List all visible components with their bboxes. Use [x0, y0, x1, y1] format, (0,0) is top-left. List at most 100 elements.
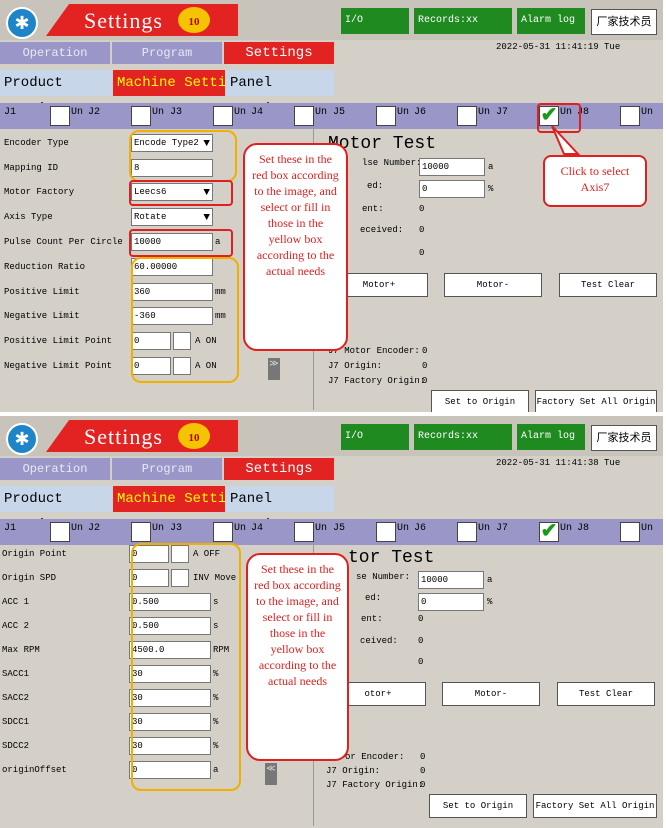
factory-set-all-origin-button[interactable]: Factory Set All Origin	[533, 794, 657, 818]
tab-settings[interactable]: Settings	[224, 42, 334, 64]
field-label: Origin Point	[2, 549, 67, 559]
origin-spd-toggle[interactable]	[171, 569, 189, 587]
received-value: 0	[419, 225, 425, 235]
sdcc2-input[interactable]: 30	[129, 737, 211, 755]
set-to-origin-button[interactable]: Set to Origin	[431, 390, 529, 412]
user-button[interactable]: 厂家技术员	[591, 425, 657, 451]
axis-selector-row: J1 Un J2 Un J3 Un J4 Un J5 Un J6 Un J7 ✔…	[0, 103, 663, 129]
speed-input[interactable]: 0	[419, 180, 485, 198]
tab-program[interactable]: Program	[112, 42, 222, 64]
axis-un: Un	[397, 523, 410, 534]
pulse-count-input[interactable]: 10000	[131, 233, 213, 251]
extra-value: 0	[418, 657, 424, 667]
test-clear-button[interactable]: Test Clear	[557, 682, 655, 706]
axis-checkbox-j7[interactable]: ✔	[539, 104, 559, 126]
axis-checkbox-j5[interactable]	[376, 522, 396, 542]
subtab-machine-settings[interactable]: Machine Settings	[113, 486, 225, 512]
axis-checkbox-j6[interactable]	[457, 106, 477, 126]
field-unit: s	[213, 621, 219, 631]
origin-spd-input[interactable]: 0	[129, 569, 169, 587]
axis-checkbox-j3[interactable]	[213, 106, 233, 126]
field-label: SACC2	[2, 693, 30, 703]
sacc1-input[interactable]: 30	[129, 665, 211, 683]
axis-type-select[interactable]: Rotate	[131, 208, 213, 226]
field-label: Positive Limit	[4, 287, 80, 297]
axis-checkbox-j1[interactable]	[50, 106, 70, 126]
wrench-icon[interactable]: ✱	[6, 7, 38, 39]
subtab-panel-settings[interactable]: Panel Settings	[226, 486, 334, 533]
motor-minus-button[interactable]: Motor-	[442, 682, 540, 706]
pulse-unit: a	[487, 575, 493, 585]
motor-factory-select[interactable]: Leecs6	[131, 183, 213, 201]
wrench-icon[interactable]: ✱	[6, 423, 38, 455]
mapping-id-input[interactable]: 8	[131, 159, 213, 177]
alarm-log-button[interactable]: Alarm log	[517, 8, 585, 34]
scroll-up-icon[interactable]: ≪	[265, 763, 277, 785]
axis-checkbox-j6[interactable]	[457, 522, 477, 542]
axis-un: Un	[71, 523, 84, 534]
motor-minus-button[interactable]: Motor-	[444, 273, 542, 297]
axis-un: Un	[234, 107, 247, 118]
user-button[interactable]: 厂家技术员	[591, 9, 657, 35]
sdcc1-input[interactable]: 30	[129, 713, 211, 731]
pulse-number-input[interactable]: 10000	[419, 158, 485, 176]
sent-label: ent:	[361, 614, 383, 624]
axis-checkbox-j4[interactable]	[294, 106, 314, 126]
factory-set-all-origin-button[interactable]: Factory Set All Origin	[535, 390, 657, 412]
tab-program[interactable]: Program	[112, 458, 222, 480]
encoder-type-select[interactable]: Encode Type2	[131, 134, 213, 152]
axis-checkbox-j7[interactable]: ✔	[539, 520, 559, 542]
field-unit: %	[213, 669, 219, 679]
scroll-down-icon[interactable]: ≫	[268, 358, 280, 380]
field-unit: mm	[215, 311, 226, 321]
positive-limit-point-input[interactable]: 0	[131, 332, 171, 350]
tab-operation[interactable]: Operation	[0, 42, 110, 64]
axis-checkbox-j8[interactable]	[620, 106, 640, 126]
records-status[interactable]: Records:xx	[414, 424, 512, 450]
set-to-origin-button[interactable]: Set to Origin	[429, 794, 527, 818]
encoder-value: 0	[422, 346, 428, 356]
axis-checkbox-j3[interactable]	[213, 522, 233, 542]
pulse-number-input[interactable]: 10000	[418, 571, 484, 589]
motor-test-title: tor Test	[348, 548, 435, 568]
origin-value: 0	[420, 766, 426, 776]
tab-operation[interactable]: Operation	[0, 458, 110, 480]
alarm-log-button[interactable]: Alarm log	[517, 424, 585, 450]
sacc2-input[interactable]: 30	[129, 689, 211, 707]
field-label: originOffset	[2, 765, 67, 775]
encoder-label: or Encoder:	[345, 752, 405, 762]
axis-checkbox-j4[interactable]	[294, 522, 314, 542]
positive-limit-point-toggle[interactable]	[173, 332, 191, 350]
max-rpm-input[interactable]: 4500.0	[129, 641, 211, 659]
factory-origin-label: J7 Factory Origin:	[326, 780, 424, 790]
negative-limit-point-input[interactable]: 0	[131, 357, 171, 375]
axis-checkbox-j2[interactable]	[131, 522, 151, 542]
axis-checkbox-j8[interactable]	[620, 522, 640, 542]
records-status[interactable]: Records:xx	[414, 8, 512, 34]
io-status[interactable]: I/O	[341, 424, 409, 450]
subtab-machine-settings[interactable]: Machine Settings	[113, 70, 225, 96]
io-status[interactable]: I/O	[341, 8, 409, 34]
alarm-badge: 10	[178, 7, 210, 33]
speed-input[interactable]: 0	[418, 593, 484, 611]
negative-limit-input[interactable]: -360	[131, 307, 213, 325]
axis-checkbox-j5[interactable]	[376, 106, 396, 126]
subtab-product-settings[interactable]: Product Settings	[0, 70, 112, 117]
axis-un: Un	[315, 523, 328, 534]
negative-limit-point-toggle[interactable]	[173, 357, 191, 375]
axis-checkbox-j2[interactable]	[131, 106, 151, 126]
axis-label: J6	[414, 523, 427, 534]
factory-origin-label: J7 Factory Origin:	[328, 376, 426, 386]
subtab-product-settings[interactable]: Product Settings	[0, 486, 112, 533]
axis-checkbox-j1[interactable]	[50, 522, 70, 542]
test-clear-button[interactable]: Test Clear	[559, 273, 657, 297]
field-label: SACC1	[2, 669, 30, 679]
acc2-input[interactable]: 0.500	[129, 617, 211, 635]
subtab-panel-settings[interactable]: Panel Settings	[226, 70, 334, 117]
origin-offset-input[interactable]: 0	[129, 761, 211, 779]
tab-settings[interactable]: Settings	[224, 458, 334, 480]
origin-point-toggle[interactable]	[171, 545, 189, 563]
yellow-highlight	[131, 257, 239, 383]
page-title-text: Settings	[84, 424, 163, 449]
acc1-input[interactable]: 0.500	[129, 593, 211, 611]
